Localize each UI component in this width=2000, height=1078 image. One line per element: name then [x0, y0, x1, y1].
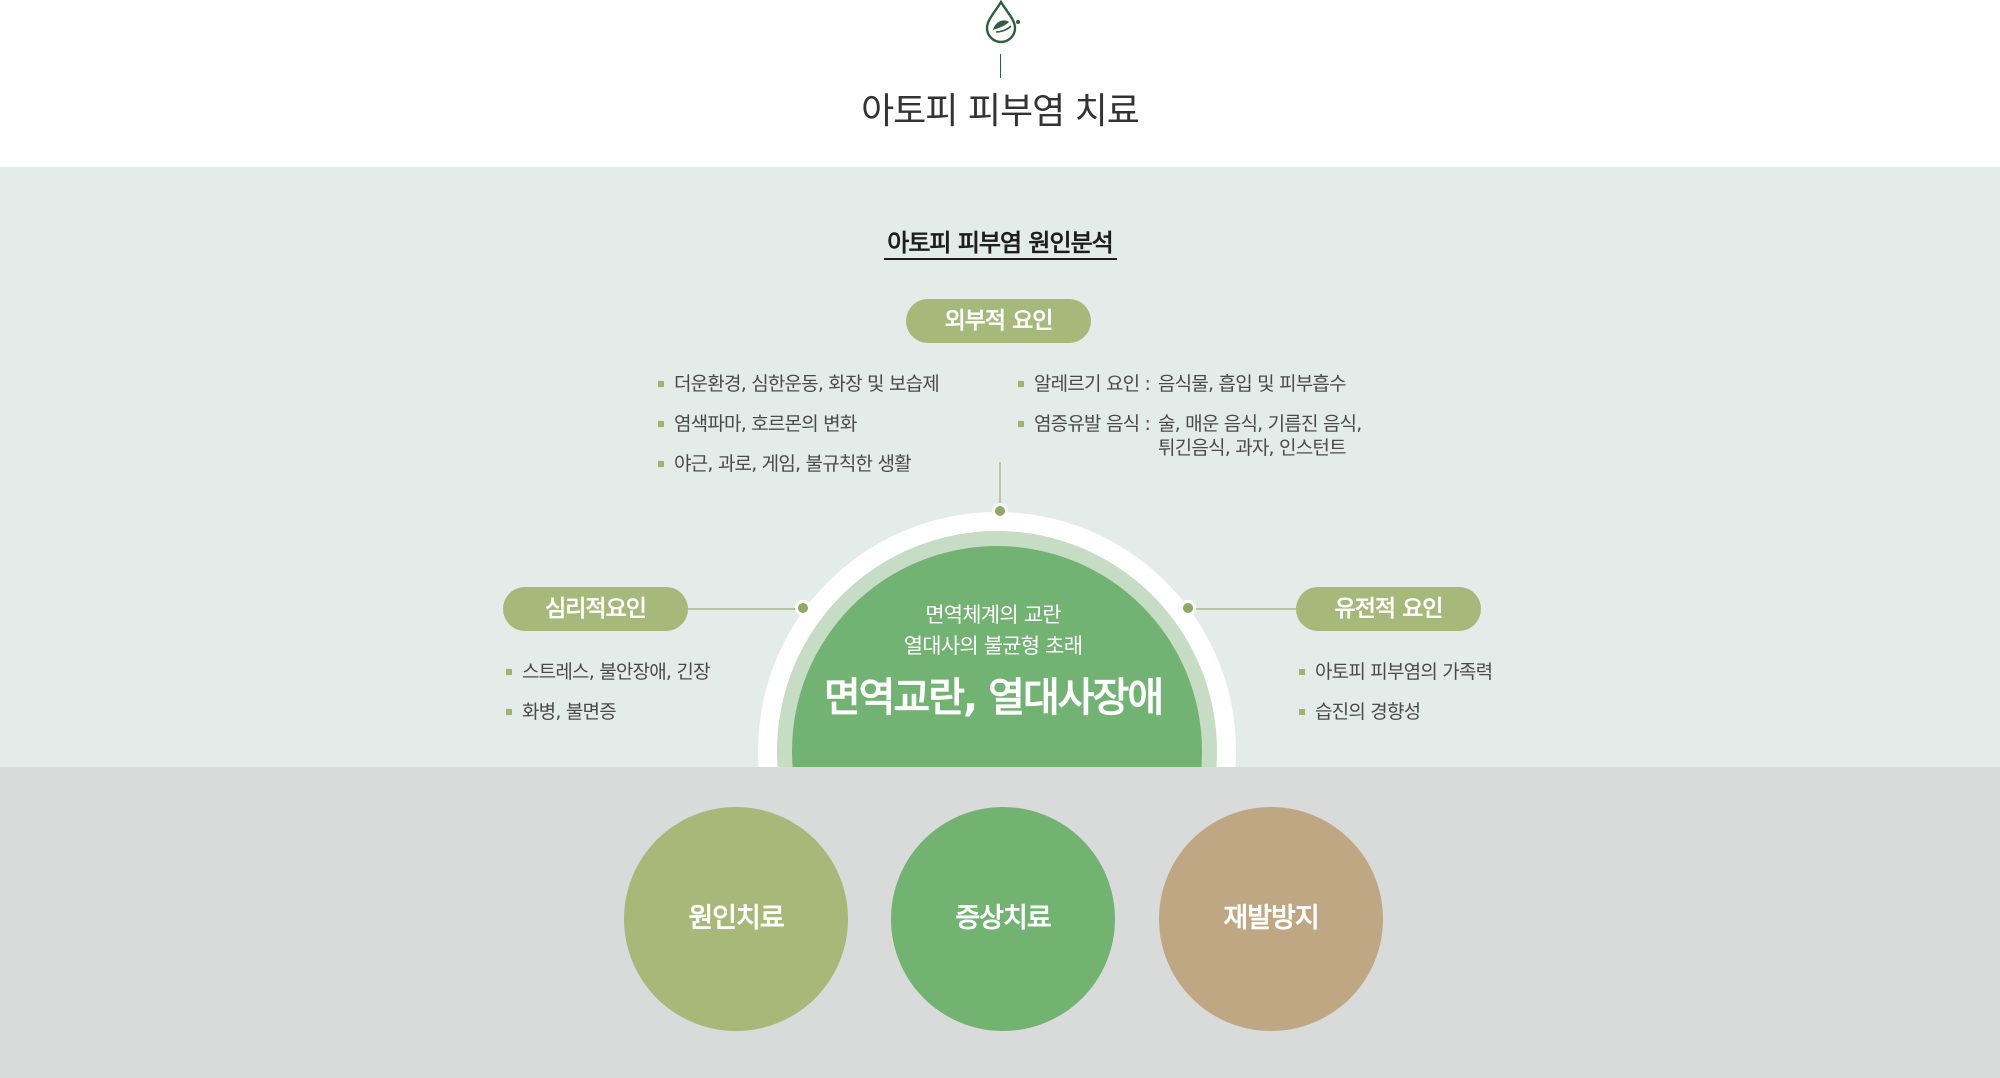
bullet-icon	[658, 381, 664, 387]
genetic-factor-list: 아토피 피부염의 가족력 습진의 경향성	[1299, 660, 1493, 740]
psychological-factor-list: 스트레스, 불안장애, 긴장 화병, 불면증	[506, 660, 711, 740]
center-caption-line2: 열대사의 불균형 초래	[903, 634, 1083, 658]
bullet-icon	[1018, 381, 1024, 387]
page-header: 아토피 피부염 치료	[0, 0, 2000, 167]
treatment-cause-circle: 원인치료	[624, 807, 848, 1031]
list-item: 아토피 피부염의 가족력	[1299, 660, 1493, 700]
list-item: 야근, 과로, 게임, 불규칙한 생활	[658, 452, 939, 492]
bullet-icon	[658, 421, 664, 427]
list-item: 더운환경, 심한운동, 화장 및 보습제	[658, 372, 940, 412]
list-item: 알레르기 요인 :음식물, 흡입 및 피부흡수	[1018, 372, 1361, 412]
bullet-icon	[658, 461, 664, 467]
external-factor-list-left: 더운환경, 심한운동, 화장 및 보습제 염색파마, 호르몬의 변화 야근, 과…	[658, 372, 940, 492]
section-title-underline	[884, 258, 1117, 260]
center-headline: 면역교란, 열대사장애	[823, 675, 1164, 721]
page-title: 아토피 피부염 치료	[861, 91, 1140, 132]
list-item: 염증유발 음식 :술, 매운 음식, 기름진 음식,튀긴음식, 과자, 인스턴트	[1018, 412, 1362, 459]
bullet-icon	[1018, 421, 1024, 427]
list-item: 습진의 경향성	[1299, 700, 1492, 740]
list-item: 화병, 불면증	[506, 700, 710, 740]
psychological-factor-pill: 심리적요인	[503, 587, 688, 631]
genetic-factor-pill: 유전적 요인	[1296, 587, 1481, 631]
external-factor-list-right: 알레르기 요인 :음식물, 흡입 및 피부흡수 염증유발 음식 :술, 매운 음…	[1018, 372, 1362, 459]
list-item: 염색파마, 호르몬의 변화	[658, 412, 939, 452]
center-core	[792, 546, 1202, 767]
treatment-symptom-circle: 증상치료	[891, 807, 1115, 1031]
treatment-relapse-circle: 재발방지	[1159, 807, 1383, 1031]
bullet-icon	[1299, 669, 1305, 675]
bullet-icon	[506, 709, 512, 715]
bullet-icon	[1299, 709, 1305, 715]
section-title: 아토피 피부염 원인분석	[887, 229, 1114, 257]
center-caption-line1: 면역체계의 교란	[925, 603, 1061, 627]
list-item: 스트레스, 불안장애, 긴장	[506, 660, 711, 700]
logo-divider-line	[1000, 54, 1001, 78]
water-drop-leaf-icon	[985, 0, 1020, 44]
bullet-icon	[506, 669, 512, 675]
external-factor-pill: 외부적 요인	[906, 299, 1091, 343]
